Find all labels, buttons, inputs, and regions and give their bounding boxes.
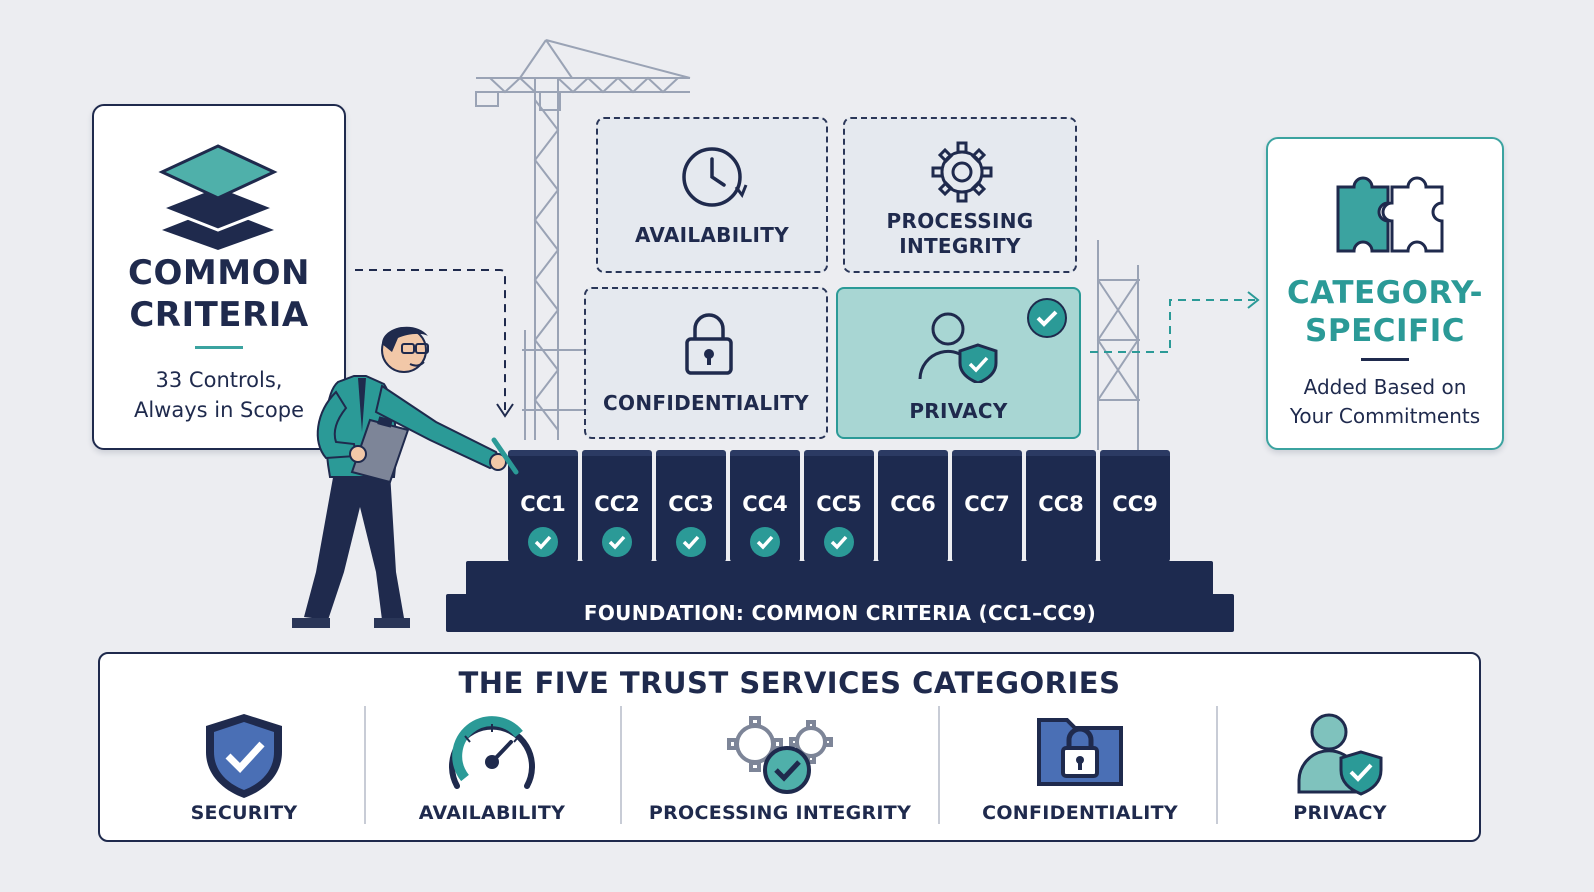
tsc-security-label: SECURITY bbox=[190, 802, 298, 824]
tsc-privacy: PRIVACY bbox=[1240, 712, 1440, 832]
title-underline bbox=[1361, 358, 1409, 361]
panel-title: THE FIVE TRUST SERVICES CATEGORIES bbox=[458, 666, 1121, 700]
cc-block-label: CC4 bbox=[742, 492, 788, 516]
cc-block-label: CC6 bbox=[890, 492, 936, 516]
check-circle-icon bbox=[750, 527, 780, 557]
category-specific-title: CATEGORY- SPECIFIC bbox=[1287, 275, 1483, 349]
foundation-step bbox=[466, 561, 1213, 597]
processing-integrity-block: PROCESSING INTEGRITY bbox=[843, 117, 1077, 273]
tsc-processing-integrity: PROCESSING INTEGRITY bbox=[640, 712, 920, 832]
check-circle-icon bbox=[528, 527, 558, 557]
confidentiality-label: CONFIDENTIALITY bbox=[603, 391, 809, 415]
tsc-availability: AVAILABILITY bbox=[382, 712, 602, 832]
tsc-privacy-label: PRIVACY bbox=[1293, 802, 1387, 824]
cc-block-cc4: CC4 bbox=[730, 450, 800, 562]
folder-lock-icon bbox=[1037, 718, 1123, 786]
cc-block-cc3: CC3 bbox=[656, 450, 726, 562]
divider bbox=[364, 706, 366, 824]
padlock-icon bbox=[685, 313, 733, 375]
foundation-label: FOUNDATION: COMMON CRITERIA (CC1–CC9) bbox=[583, 601, 1097, 625]
divider bbox=[620, 706, 622, 824]
check-circle-icon bbox=[824, 527, 854, 557]
tsc-confidentiality-label: CONFIDENTIALITY bbox=[982, 802, 1178, 824]
cc-block-cc1: CC1 bbox=[508, 450, 578, 562]
privacy-label: PRIVACY bbox=[909, 399, 1008, 423]
gauge-icon bbox=[449, 716, 535, 789]
availability-block: AVAILABILITY bbox=[596, 117, 828, 273]
cc-block-label: CC2 bbox=[594, 492, 640, 516]
cc-block-cc6: CC6 bbox=[878, 450, 948, 562]
layers-icon bbox=[157, 144, 279, 250]
tsc-security: SECURITY bbox=[144, 712, 344, 832]
gear-icon bbox=[931, 141, 993, 203]
puzzle-icon bbox=[1336, 176, 1444, 253]
shield-check-icon bbox=[206, 714, 282, 798]
divider bbox=[938, 706, 940, 824]
cc-block-label: CC7 bbox=[964, 492, 1010, 516]
processing-integrity-label-line1: PROCESSING bbox=[886, 209, 1034, 233]
category-specific-description: Added Based on Your Commitments bbox=[1289, 375, 1481, 428]
common-criteria-title: COMMON CRITERIA bbox=[128, 253, 310, 335]
cc-block-cc2: CC2 bbox=[582, 450, 652, 562]
confidentiality-block: CONFIDENTIALITY bbox=[584, 287, 828, 439]
cc-block-cc8: CC8 bbox=[1026, 450, 1096, 562]
user-shield-icon bbox=[1297, 713, 1383, 796]
gears-check-icon bbox=[727, 716, 833, 794]
title-underline bbox=[195, 346, 243, 349]
availability-label: AVAILABILITY bbox=[635, 223, 789, 247]
cc-block-label: CC3 bbox=[668, 492, 714, 516]
auditor-illustration bbox=[292, 326, 519, 628]
tsc-availability-label: AVAILABILITY bbox=[418, 802, 566, 824]
cc-block-cc5: CC5 bbox=[804, 450, 874, 562]
cc-block-label: CC1 bbox=[520, 492, 566, 516]
check-circle-icon bbox=[676, 527, 706, 557]
cc-block-label: CC5 bbox=[816, 492, 862, 516]
check-badge-icon bbox=[1027, 298, 1067, 338]
processing-integrity-label-line2: INTEGRITY bbox=[899, 234, 1021, 258]
trust-services-panel: THE FIVE TRUST SERVICES CATEGORIES SECUR… bbox=[98, 652, 1481, 842]
common-criteria-description: 33 Controls, Always in Scope bbox=[133, 368, 305, 422]
tsc-processing-integrity-label: PROCESSING INTEGRITY bbox=[648, 802, 912, 824]
clock-icon bbox=[682, 147, 748, 207]
common-criteria-card: COMMON CRITERIA 33 Controls, Always in S… bbox=[92, 104, 346, 450]
user-shield-icon bbox=[918, 312, 998, 383]
divider bbox=[1216, 706, 1218, 824]
foundation-base bbox=[446, 594, 1234, 632]
cc-block-cc7: CC7 bbox=[952, 450, 1022, 562]
cc-block-label: CC8 bbox=[1038, 492, 1084, 516]
check-circle-icon bbox=[602, 527, 632, 557]
tsc-confidentiality: CONFIDENTIALITY bbox=[960, 712, 1200, 832]
cc-block-cc9: CC9 bbox=[1100, 450, 1170, 562]
category-specific-card: CATEGORY- SPECIFIC Added Based on Your C… bbox=[1266, 137, 1504, 450]
cc-block-label: CC9 bbox=[1112, 492, 1158, 516]
privacy-block: PRIVACY bbox=[836, 287, 1081, 439]
